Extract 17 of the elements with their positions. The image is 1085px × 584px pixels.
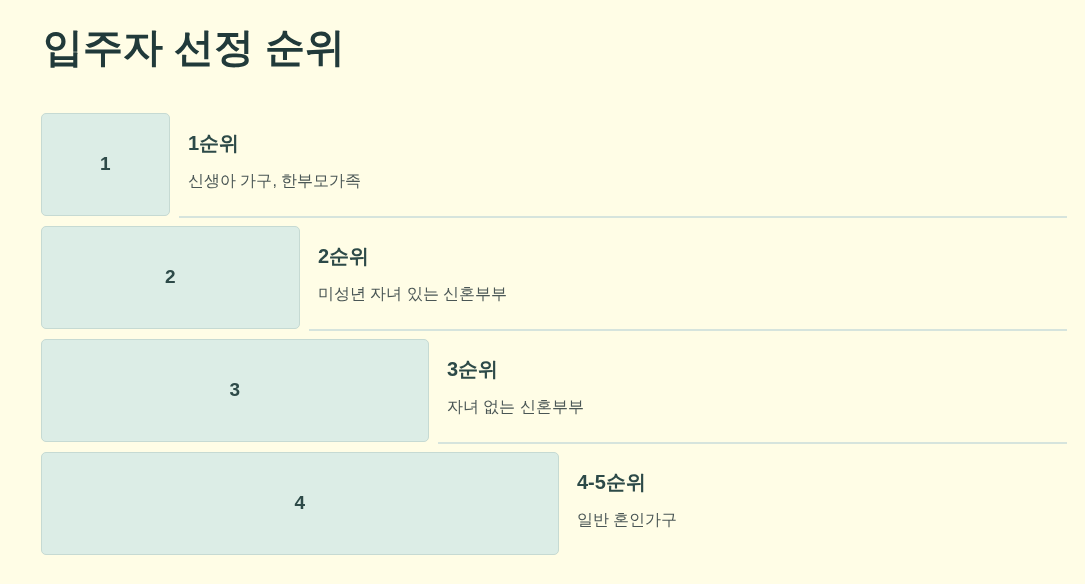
rank-description: 신생아 가구, 한부모가족 (188, 171, 362, 191)
rank-bar (41, 113, 170, 216)
rank-number: 2 (164, 265, 176, 290)
rank-number: 3 (229, 378, 241, 403)
rank-description: 일반 혼인가구 (577, 510, 678, 530)
rank-number: 1 (99, 152, 111, 177)
rank-heading: 1순위 (188, 131, 240, 156)
rank-description: 미성년 자녀 있는 신혼부부 (318, 284, 508, 304)
rank-heading: 3순위 (447, 357, 499, 382)
rank-number: 4 (294, 491, 306, 516)
rank-bar (41, 452, 559, 555)
rank-heading: 2순위 (318, 244, 370, 269)
rank-heading: 4-5순위 (577, 470, 646, 495)
rank-description: 자녀 없는 신혼부부 (447, 397, 584, 417)
rank-bar (41, 339, 429, 442)
title: 입주자 선정 순위 (43, 24, 346, 71)
rank-bar (41, 226, 300, 329)
